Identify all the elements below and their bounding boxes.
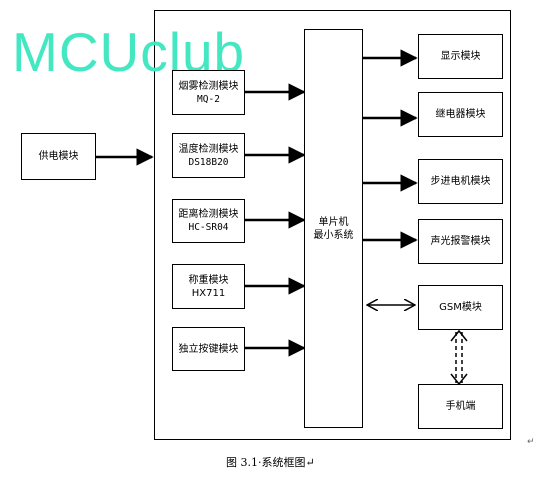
weighing-module-label: 称重模块HX711	[188, 274, 229, 299]
distance-sensor-module: 距离检测模块 HC-SR04	[172, 199, 245, 243]
phone-terminal: 手机端	[418, 384, 503, 429]
relay-module: 继电器模块	[418, 92, 503, 137]
distance-sensor-model: HC-SR04	[188, 222, 229, 233]
relay-module-label: 继电器模块	[435, 109, 486, 120]
alarm-module-label: 声光报警模块	[430, 236, 491, 247]
stepper-motor-module: 步进电机模块	[418, 159, 503, 204]
distance-sensor-name: 距离检测模块	[178, 209, 239, 220]
temperature-sensor-module: 温度检测模块 DS18B20	[172, 133, 245, 178]
system-boundary	[154, 10, 511, 440]
power-module: 供电模块	[21, 133, 96, 180]
gsm-module: GSM模块	[418, 285, 503, 330]
mcu-label-line2: 最小系统	[313, 229, 354, 241]
stepper-motor-module-label: 步进电机模块	[430, 176, 491, 187]
phone-terminal-label: 手机端	[445, 401, 476, 412]
key-input-module: 独立按键模块	[172, 327, 245, 371]
smoke-sensor-name: 烟雾检测模块	[178, 80, 239, 92]
figure-caption: 图 3.1·系统框图↵	[226, 456, 315, 469]
mcu-minimum-system: 单片机 最小系统	[304, 29, 363, 428]
smoke-sensor-module: 烟雾检测模块 MQ-2	[172, 70, 245, 115]
key-input-module-label: 独立按键模块	[178, 343, 239, 355]
gsm-module-label: GSM模块	[439, 302, 482, 313]
power-module-label: 供电模块	[38, 151, 79, 162]
temperature-sensor-name: 温度检测模块	[178, 143, 239, 155]
smoke-sensor-model: MQ-2	[197, 93, 220, 105]
output-arrows	[362, 49, 418, 249]
alarm-module: 声光报警模块	[418, 219, 503, 264]
input-arrows	[245, 83, 306, 357]
paragraph-return-mark: ↵	[527, 437, 535, 447]
display-module-label: 显示模块	[440, 51, 481, 62]
gsm-phone-wireless-link	[450, 329, 468, 386]
temperature-sensor-model: DS18B20	[188, 156, 229, 168]
display-module: 显示模块	[418, 34, 503, 79]
weighing-module: 称重模块HX711	[172, 264, 245, 309]
mcu-label-line1: 单片机	[318, 216, 349, 228]
